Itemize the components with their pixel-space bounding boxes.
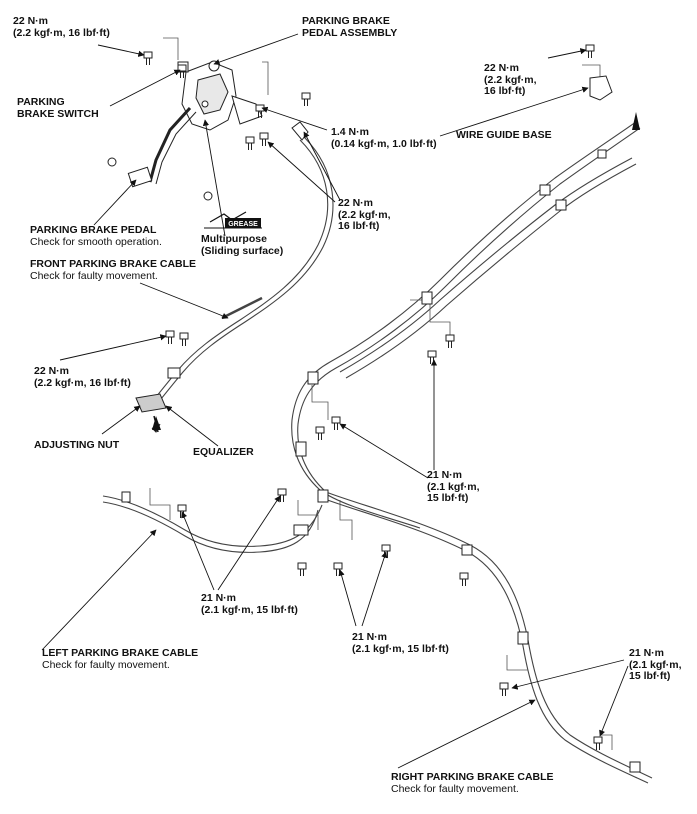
grease-tag-text: GREASE	[228, 221, 258, 228]
torque-conversion: (2.1 kgf·m, 15 lbf·ft)	[201, 603, 298, 616]
adjusting-nut-label: ADJUSTING NUT	[34, 439, 120, 451]
torque-value: 22 N·m	[484, 62, 520, 74]
torque-label-equalizer: 22 N·m (2.2 kgf·m, 16 lbf·ft)	[34, 365, 131, 389]
right-cable-label: RIGHT PARKING BRAKE CABLE Check for faul…	[391, 771, 554, 795]
torque-conversion: 15 lbf·ft)	[629, 670, 671, 682]
equalizer-label: EQUALIZER	[193, 446, 254, 458]
torque-value: 22 N·m	[13, 15, 49, 27]
cable-end-arrows	[152, 112, 640, 430]
label-title: PARKING BRAKE PEDAL	[30, 224, 157, 236]
torque-conversion: (0.14 kgf·m, 1.0 lbf·ft)	[331, 137, 437, 150]
wire-guide-bracket	[589, 75, 613, 101]
label-title: LEFT PARKING BRAKE CABLE	[42, 647, 199, 659]
mounting-brackets	[149, 37, 613, 750]
torque-value: 21 N·m	[352, 631, 388, 643]
torque-conversion: (2.2 kgf·m, 16 lbf·ft)	[13, 26, 110, 39]
label-line: PEDAL ASSEMBLY	[302, 26, 398, 39]
label-line: BRAKE SWITCH	[17, 107, 99, 120]
label-note: Check for faulty movement.	[30, 269, 158, 282]
torque-conversion: (2.1 kgf·m, 15 lbf·ft)	[352, 642, 449, 655]
wire-guide-base-label: WIRE GUIDE BASE	[456, 129, 552, 141]
torque-label-center-lower: 21 N·m (2.1 kgf·m, 15 lbf·ft)	[352, 631, 449, 655]
torque-label-wire-guide: 1.4 N·m (0.14 kgf·m, 1.0 lbf·ft)	[331, 126, 437, 150]
label-line: (Sliding surface)	[201, 244, 284, 257]
torque-conversion: (2.1 kgf·m,	[427, 480, 480, 493]
torque-value: 1.4 N·m	[331, 126, 369, 138]
torque-conversion: (2.2 kgf·m,	[484, 73, 537, 86]
torque-value: 21 N·m	[427, 469, 463, 481]
leader-lines	[41, 33, 629, 769]
multipurpose-grease-label: Multipurpose (Sliding surface)	[201, 233, 284, 257]
label-title: FRONT PARKING BRAKE CABLE	[30, 258, 197, 270]
torque-value: 21 N·m	[201, 592, 237, 604]
pedal-assembly-label: PARKING BRAKE PEDAL ASSEMBLY	[302, 15, 398, 39]
torque-conversion: (2.1 kgf·m,	[629, 658, 682, 671]
label-line: Multipurpose	[201, 233, 267, 245]
left-parking-brake-cable	[102, 495, 323, 553]
torque-label-left-lower: 21 N·m (2.1 kgf·m, 15 lbf·ft)	[201, 592, 298, 616]
torque-conversion: (2.2 kgf·m, 16 lbf·ft)	[34, 376, 131, 389]
grease-symbol: GREASE	[204, 211, 262, 229]
parking-brake-switch-label: PARKING BRAKE SWITCH	[17, 96, 99, 120]
torque-value: 22 N·m	[34, 365, 70, 377]
label-note: Check for smooth operation.	[30, 235, 162, 248]
label-line: PARKING BRAKE	[302, 15, 390, 27]
torque-conversion: (2.2 kgf·m,	[338, 208, 391, 221]
cable-clamps	[121, 149, 641, 773]
upper-right-cable-bundle	[291, 121, 641, 529]
label-note: Check for faulty movement.	[391, 782, 519, 795]
torque-conversion: 15 lbf·ft)	[427, 492, 469, 504]
torque-conversion: 16 lbf·ft)	[338, 220, 380, 232]
torque-label-center-upper: 22 N·m (2.2 kgf·m, 16 lbf·ft)	[338, 197, 391, 233]
equalizer-part	[135, 393, 167, 433]
torque-label-mid-right: 21 N·m (2.1 kgf·m, 15 lbf·ft)	[427, 469, 480, 505]
torque-value: 22 N·m	[338, 197, 374, 209]
label-note: Check for faulty movement.	[42, 658, 170, 671]
torque-conversion: 16 lbf·ft)	[484, 85, 526, 97]
torque-label-right-lower: 21 N·m (2.1 kgf·m, 15 lbf·ft)	[629, 647, 682, 683]
label-title: RIGHT PARKING BRAKE CABLE	[391, 771, 554, 783]
parking-brake-pedal-assembly	[107, 60, 309, 201]
torque-label-top-right: 22 N·m (2.2 kgf·m, 16 lbf·ft)	[484, 62, 537, 98]
torque-label-top-left: 22 N·m (2.2 kgf·m, 16 lbf·ft)	[13, 15, 110, 39]
label-line: PARKING	[17, 96, 65, 108]
parking-brake-pedal-label: PARKING BRAKE PEDAL Check for smooth ope…	[30, 224, 162, 248]
left-cable-label: LEFT PARKING BRAKE CABLE Check for fault…	[42, 647, 199, 671]
front-cable-label: FRONT PARKING BRAKE CABLE Check for faul…	[30, 258, 197, 282]
torque-value: 21 N·m	[629, 647, 665, 659]
